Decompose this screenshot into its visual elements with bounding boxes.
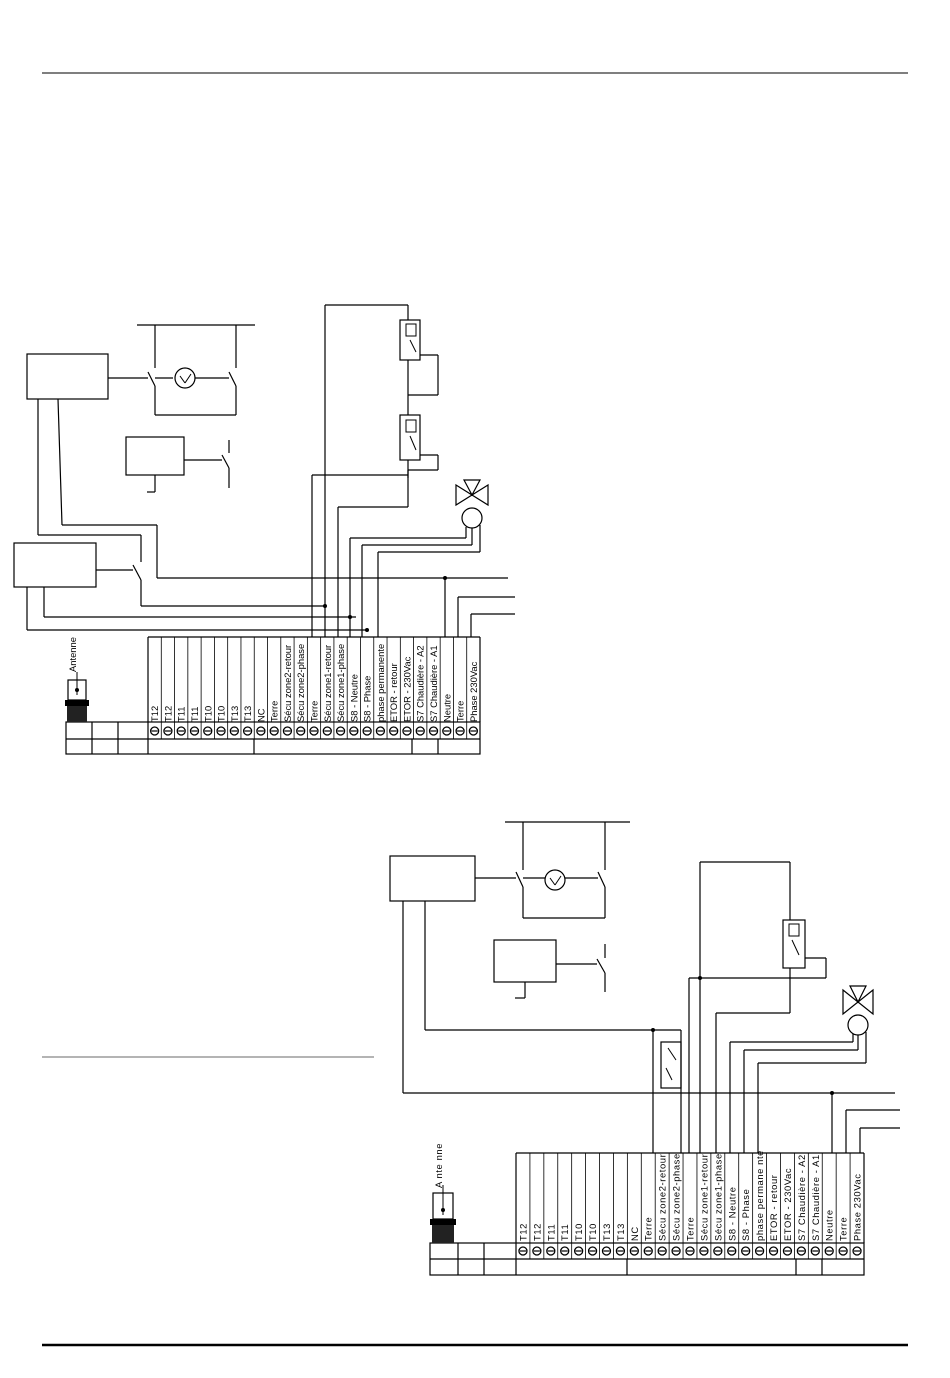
terminal-label: S8 - Neutre [726, 1186, 737, 1241]
terminal-label: phase permanente [375, 644, 386, 722]
terminal-label: Sécu zone2-phase [295, 644, 306, 722]
thermostat-box-top [125, 436, 185, 476]
terminal-label: S7 Chaudière - A2 [415, 645, 426, 722]
relay-1-top [399, 319, 421, 361]
terminal-label: Terre [838, 1217, 849, 1241]
terminal-label: T10 [573, 1223, 584, 1241]
valve-icon-bottom [842, 985, 874, 1016]
terminal-label: T10 [202, 706, 213, 722]
terminal-label: Terre [643, 1217, 654, 1241]
terminal-label: ETOR - 230Vac [782, 1168, 793, 1241]
terminal-label: Phase 230Vac [852, 1174, 863, 1242]
terminal-label: T10 [216, 706, 227, 722]
terminal-label: phase permane nte [754, 1150, 765, 1241]
terminal-label: NC [255, 708, 266, 722]
terminal-label: T11 [189, 707, 200, 722]
antenna-label-top: Antenne [67, 637, 78, 672]
terminal-label: T10 [587, 1223, 598, 1241]
controller-box-top [26, 353, 109, 400]
antenna-label-bottom: A nte nne [433, 1143, 444, 1188]
terminal-label: T13 [615, 1223, 626, 1241]
relay-small-bottom [660, 1041, 682, 1089]
terminal-label: T12 [149, 706, 160, 722]
relay-bottom [782, 919, 806, 969]
terminal-label: T12 [517, 1223, 528, 1241]
terminal-label: Terre [309, 701, 320, 722]
terminal-label: ETOR - retour [388, 663, 399, 722]
relay-2-top [399, 414, 421, 461]
terminal-label: T12 [162, 706, 173, 722]
terminal-label: Sécu zone1-phase [335, 644, 346, 722]
terminal-label: T13 [242, 706, 253, 722]
terminal-label: Sécu zone1-phase [712, 1153, 723, 1241]
terminal-label: ETOR - retour [768, 1175, 779, 1242]
terminal-label: Sécu zone1-retour [322, 645, 333, 722]
boiler-box-top [13, 542, 97, 588]
terminal-label: S7 Chaudière - A1 [810, 1154, 821, 1241]
terminal-label: T11 [176, 707, 187, 722]
diagram-top: Antenne T12T12T11T11T10T10T13T13NCTerreS… [13, 304, 515, 755]
terminal-label: NC [629, 1226, 640, 1241]
controller-box-bottom [389, 855, 476, 902]
terminal-label: T13 [229, 706, 240, 722]
clock-icon [174, 367, 196, 389]
terminal-label: ETOR - 230Vac [401, 656, 412, 722]
terminal-label: Sécu zone2-retour [657, 1154, 668, 1241]
thermostat-box-bottom [493, 939, 557, 983]
terminal-label: Neutre [824, 1209, 835, 1241]
terminal-label: Terre [685, 1217, 696, 1241]
terminal-label: Terre [269, 701, 280, 722]
terminal-label: Sécu zone2-retour [282, 645, 293, 722]
terminal-label: Terre [455, 701, 466, 722]
clock-icon-bottom [544, 869, 566, 891]
terminal-label: S8 - Phase [740, 1189, 751, 1241]
terminal-label: Sécu zone1-retour [698, 1154, 709, 1241]
antenna-icon-bottom [430, 1185, 456, 1243]
terminal-block-top [65, 721, 481, 755]
antenna-icon-top [65, 672, 89, 722]
terminal-label: Neutre [441, 694, 452, 722]
terminal-label: Phase 230Vac [468, 661, 479, 722]
terminal-label: S8 - Neutre [348, 674, 359, 722]
valve-icon-top [455, 479, 489, 507]
terminal-label: S7 Chaudière - A2 [796, 1154, 807, 1241]
terminal-label: S7 Chaudière - A1 [428, 645, 439, 722]
terminal-label: Sécu zone2-phase [671, 1153, 682, 1241]
terminal-label: S8 - Phase [362, 676, 373, 722]
terminal-label: T12 [531, 1223, 542, 1241]
terminal-label: T13 [601, 1223, 612, 1241]
terminal-label: T11 [545, 1224, 556, 1241]
terminal-label: T11 [559, 1224, 570, 1241]
